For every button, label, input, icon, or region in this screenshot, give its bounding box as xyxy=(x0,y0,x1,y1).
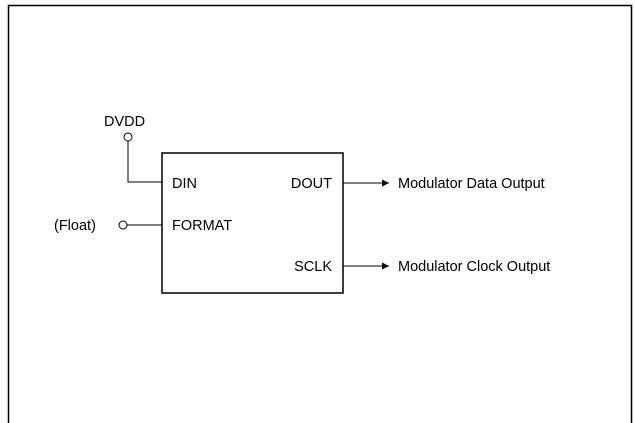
modulator-clock-output-label: Modulator Clock Output xyxy=(398,259,550,275)
pin-sclk-label: SCLK xyxy=(294,259,332,275)
dvdd-label: DVDD xyxy=(104,114,145,130)
float-label: (Float) xyxy=(54,218,96,234)
pin-format-label: FORMAT xyxy=(172,218,232,234)
modulator-block xyxy=(161,152,344,294)
dvdd-terminal-circle xyxy=(123,132,133,142)
dvdd-to-din-wire xyxy=(127,141,162,183)
float-terminal-circle xyxy=(118,220,128,230)
pin-dout-label: DOUT xyxy=(291,176,332,192)
modulator-data-output-label: Modulator Data Output xyxy=(398,176,545,192)
pin-din-label: DIN xyxy=(172,176,197,192)
figure-frame xyxy=(7,4,633,423)
